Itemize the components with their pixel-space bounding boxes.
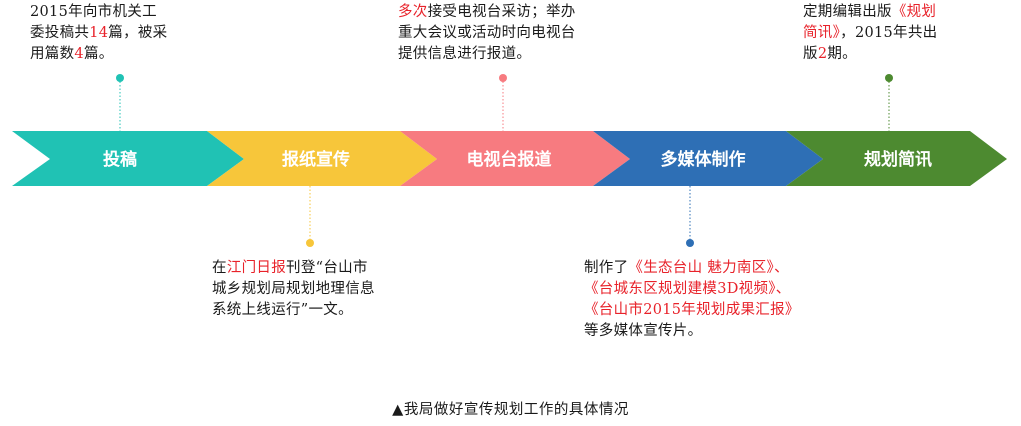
dot-jianxun — [885, 74, 893, 82]
note-text: 刊登“台山市 — [286, 260, 368, 276]
highlight-video-title: 《台城东区规划建模3D视频》、 — [584, 281, 791, 297]
stage-tougao: 投稿 — [12, 131, 244, 186]
highlight-video-title: 《台山市2015年规划成果汇报》 — [584, 302, 800, 318]
note-text: 篇。 — [83, 46, 114, 62]
note-tougao: 2015年向市机关工 委投稿共14篇，被采 用篇数4篇。 — [30, 2, 167, 65]
note-line: 2015年向市机关工 — [30, 2, 167, 23]
highlight-frequency: 多次 — [398, 4, 428, 20]
stage-duomeiti: 多媒体制作 — [593, 131, 823, 186]
note-line: 提供信息进行报道。 — [398, 44, 576, 65]
note-line: 委投稿共14篇，被采 — [30, 23, 167, 44]
note-text: 等多媒体宣传片。 — [584, 323, 703, 339]
dot-dianshi — [499, 74, 507, 82]
note-text: 提供信息进行报道。 — [398, 46, 532, 62]
stage-dianshi: 电视台报道 — [400, 131, 630, 186]
highlight-video-title: 《生态台山 魅力南区》、 — [628, 260, 789, 276]
stage-label-jianxun: 规划简讯 — [864, 149, 932, 170]
note-baozhi: 在江门日报刊登“台山市 城乡规划局规划地理信息 系统上线运行”一文。 — [212, 258, 375, 321]
dot-tougao — [116, 74, 124, 82]
note-text: 篇，被采 — [108, 25, 168, 41]
highlight-newspaper: 江门日报 — [226, 260, 287, 276]
stage-label-dianshi: 电视台报道 — [467, 149, 552, 170]
stage-label-baozhi: 报纸宣传 — [282, 149, 350, 170]
dot-duomeiti — [686, 239, 694, 247]
note-text: 用篇数 — [30, 46, 75, 62]
connector-duomeiti — [686, 186, 694, 247]
note-dianshi: 多次接受电视台采访；举办 重大会议或活动时向电视台 提供信息进行报道。 — [398, 2, 576, 65]
note-line: 版2期。 — [803, 44, 937, 65]
stage-baozhi: 报纸宣传 — [207, 131, 437, 186]
note-text: 城乡规划局规划地理信息 — [212, 281, 375, 297]
note-line: 在江门日报刊登“台山市 — [212, 258, 375, 279]
note-text: 在 — [212, 260, 227, 276]
note-text: 制作了 — [584, 260, 629, 276]
note-line: 定期编辑出版《规划 — [803, 2, 937, 23]
note-text: ，2015年共出 — [840, 25, 938, 41]
note-text: 接受电视台采访；举办 — [427, 4, 576, 20]
highlight-publication: 《规划 — [891, 4, 937, 20]
figure-caption: ▲我局做好宣传规划工作的具体情况 — [392, 402, 629, 418]
highlight-count: 2 — [817, 46, 828, 62]
note-line: 城乡规划局规划地理信息 — [212, 279, 375, 300]
note-line: 简讯》，2015年共出 — [803, 23, 937, 44]
note-line: 制作了《生态台山 魅力南区》、 — [584, 258, 800, 279]
highlight-count: 4 — [74, 46, 84, 62]
note-line: 等多媒体宣传片。 — [584, 321, 800, 342]
connector-baozhi — [306, 186, 314, 247]
highlight-count: 14 — [89, 25, 109, 41]
note-line: 多次接受电视台采访；举办 — [398, 2, 576, 23]
stage-label-tougao: 投稿 — [103, 149, 137, 170]
note-text: 版 — [803, 46, 818, 62]
note-text: 期。 — [827, 46, 857, 62]
dot-baozhi — [306, 239, 314, 247]
note-duomeiti: 制作了《生态台山 魅力南区》、 《台城东区规划建模3D视频》、 《台山市2015… — [584, 258, 800, 342]
note-line: 《台山市2015年规划成果汇报》 — [584, 300, 800, 321]
note-text: 2015年向市机关工 — [30, 4, 157, 20]
note-line: 重大会议或活动时向电视台 — [398, 23, 576, 44]
connector-dianshi — [499, 74, 507, 131]
note-line: 用篇数4篇。 — [30, 44, 167, 65]
stage-label-duomeiti: 多媒体制作 — [661, 149, 746, 170]
highlight-publication: 简讯》 — [803, 25, 841, 41]
connector-jianxun — [885, 74, 893, 131]
note-text: 重大会议或活动时向电视台 — [398, 25, 576, 41]
connector-tougao — [116, 74, 124, 131]
note-jianxun: 定期编辑出版《规划 简讯》，2015年共出 版2期。 — [803, 2, 937, 65]
note-line: 《台城东区规划建模3D视频》、 — [584, 279, 800, 300]
stage-jianxun: 规划简讯 — [786, 131, 1007, 186]
note-text: 定期编辑出版 — [803, 4, 892, 20]
note-text: 系统上线运行”一文。 — [212, 302, 353, 318]
note-line: 系统上线运行”一文。 — [212, 300, 375, 321]
note-text: 委投稿共 — [30, 25, 90, 41]
